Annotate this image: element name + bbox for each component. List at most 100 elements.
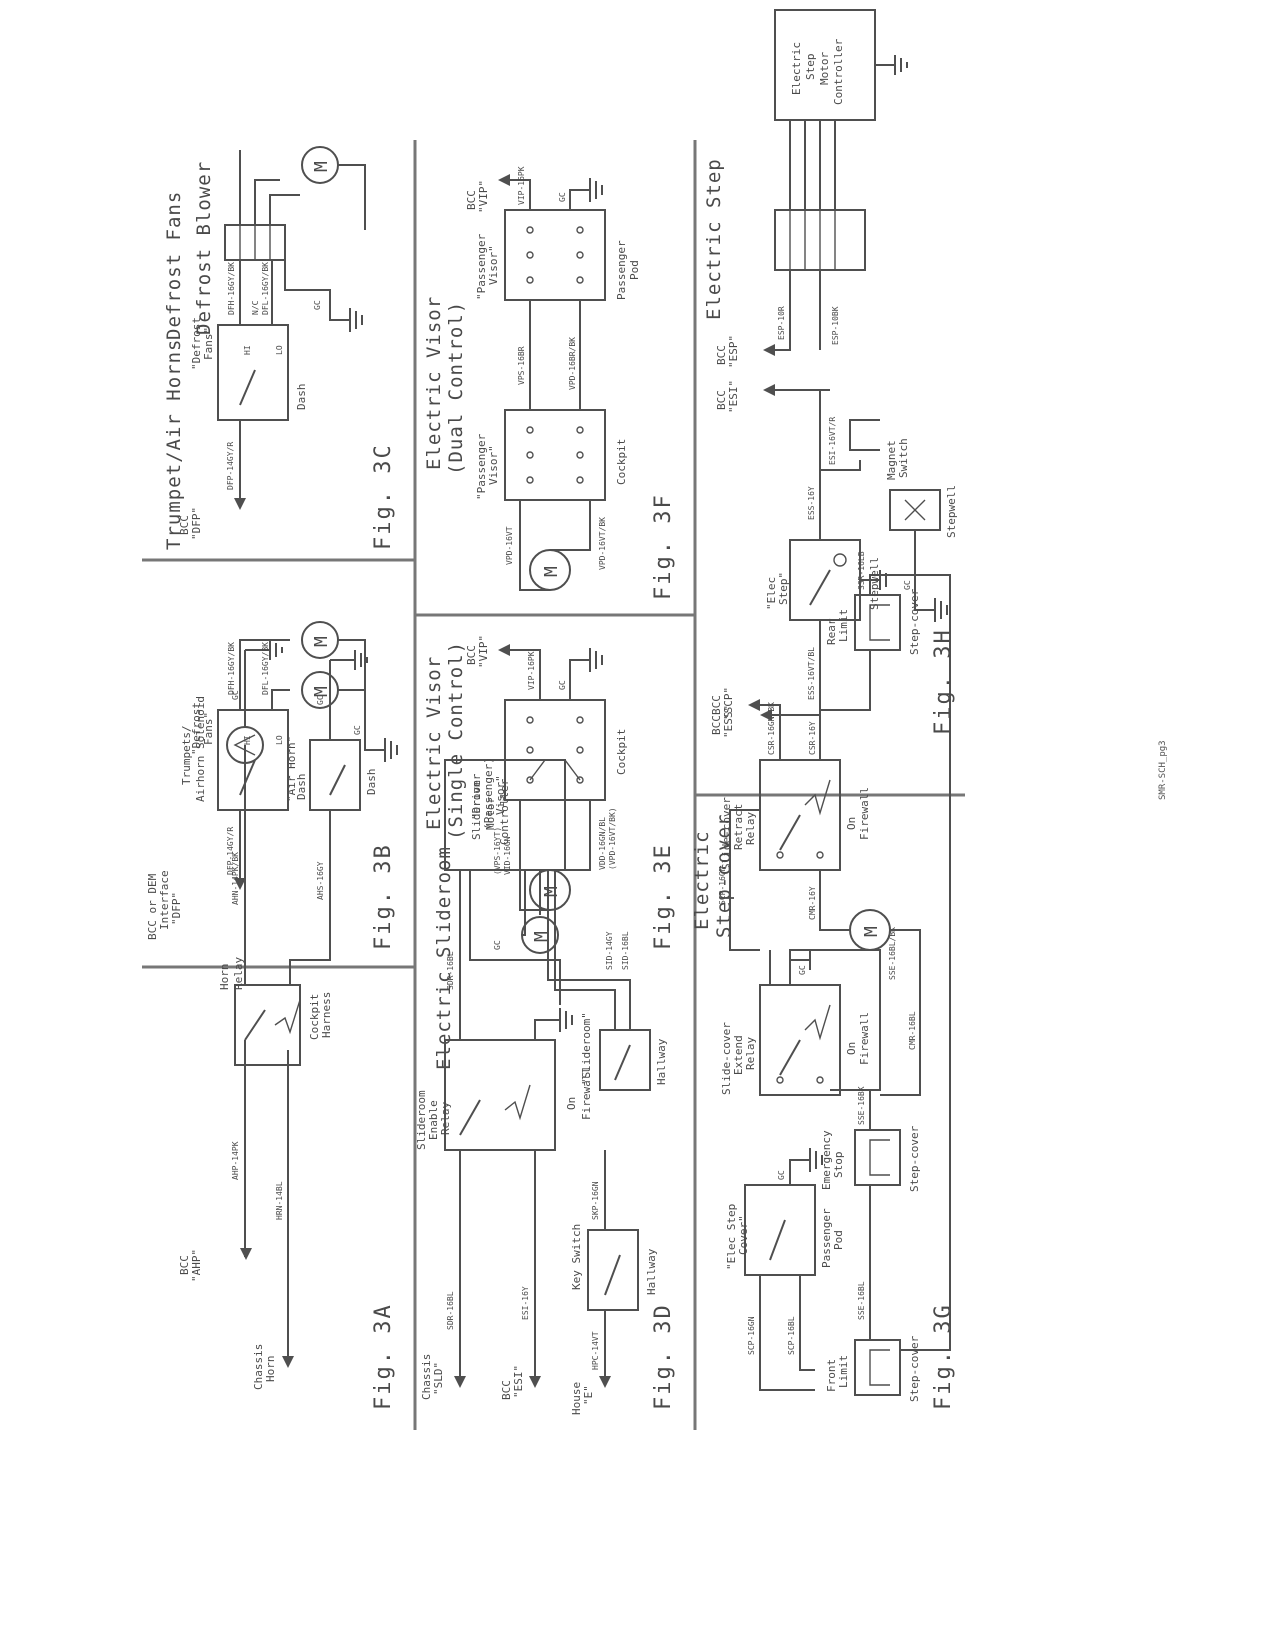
fig-3d-slideroom-sw: "Slideroom" (580, 1012, 593, 1085)
fig-3h-wire-2: ESI-16VT/R (828, 417, 837, 465)
fig-3e-switch-box (504, 699, 606, 801)
fig-3d-title: Electric Slideroom (433, 846, 455, 1070)
fig-3c-wire-1: DFP-14GY/R (226, 442, 235, 490)
fig-3d-ctrl-3: Controller (498, 778, 511, 845)
fig-3e-sw-2: (Passenger) (482, 757, 495, 830)
fig-3d-on: On (565, 1097, 578, 1110)
fig-3b-wire-1: DFP-14GY/R (226, 827, 235, 875)
fig-3d-chassis-1: Chassis (420, 1354, 433, 1400)
fig-3c-title: Defrost Blower (193, 161, 215, 335)
fig-3f-sw1-1: "Passenger (475, 433, 488, 500)
slideroom-switch-box (599, 1029, 651, 1091)
fig-3d-relay-3: Relay (439, 1102, 452, 1135)
fig-3a-sol-2: Airhorn Solenoid (194, 696, 207, 802)
fig-3g-pod-1: Passenger (820, 1208, 833, 1268)
fig-3g-pod-2: Pod (832, 1230, 845, 1250)
fig-3g-wire-4: SSE-16BK (857, 1086, 866, 1125)
fig-3g-ret-3: Relay (744, 812, 757, 845)
fig-3g-ret-2: Retract (732, 804, 745, 850)
fig-3d-firewall: Firewall (580, 1067, 593, 1120)
fig-3f-switch-2-box (504, 209, 606, 301)
fig-3h-wire-5: ESS-16Y (807, 486, 816, 520)
fig-3g-wire-2: SCP-16BL (787, 1316, 796, 1355)
key-switch-box (587, 1229, 639, 1311)
fig-3c-motor-label: M (311, 161, 332, 172)
fig-3a-trumpet-air-horns: Trumpet/Air Horns Fig. 3A BCC "AHP" AHP-… (163, 339, 396, 1410)
fig-3c-nc: N/C (251, 300, 260, 315)
fig-3g-wire-5: SSE-16BL/BK (888, 927, 897, 980)
fig-3b-motor-1-label: M (311, 686, 332, 697)
fig-3d-key-switch: Key Switch (570, 1224, 583, 1290)
fig-3f-electric-visor-dual: Electric Visor (Dual Control) Fig. 3F M … (423, 166, 676, 600)
fig-3d-wire-1: SDR-16BL (446, 1291, 455, 1330)
fig-3g-wire-7: CMR-16BL (908, 1011, 917, 1050)
fig-3d-ctrl-2: Motor (484, 797, 497, 830)
fig-3h-ctrl-4: Controller (832, 38, 845, 105)
fig-3h-title: Electric Step (703, 158, 725, 320)
fig-3f-wire-4: VPD-16BR/BK (568, 337, 577, 390)
fig-3g-rear-1: Rear (825, 618, 838, 645)
slideroom-relay-box (444, 1039, 556, 1151)
fig-3f-wire-1: VPD-16VT (505, 526, 514, 565)
fig-3h-magnet-2: Switch (897, 438, 910, 478)
fig-3a-horn-relay-2: Relay (232, 957, 245, 990)
fig-3g-wire-9: SCP-16GN (718, 866, 727, 905)
fig-3f-label: Fig. 3F (651, 493, 676, 600)
fig-3e-wire-4: (VPD-16VT/BK) (608, 807, 617, 870)
fig-3c-sw-2: Fans" (202, 327, 215, 360)
fig-3b-wire-3: DFL-16GY/BK (261, 642, 270, 695)
fig-3h-bcc1: BCC (710, 715, 723, 735)
fig-3h-wire-1: ESS-16VT/BL (807, 647, 816, 700)
fig-3h-label: Fig. 3H (931, 628, 956, 735)
fig-3g-on-2: On (845, 817, 858, 830)
fig-3d-wire-6: SID-14GY (605, 931, 614, 970)
fig-3f-wire-2: VPD-16VT/BK (598, 517, 607, 570)
slide-cover-extend-relay-box (759, 984, 841, 1096)
fig-3g-sw-2: Cover" (737, 1215, 750, 1255)
fig-3b-wire-2: DFH-16GY/BK (227, 642, 236, 695)
fig-3d-relay-1: Slideroom (415, 1090, 428, 1150)
fig-3f-motor-label: M (541, 566, 562, 577)
fig-3f-cockpit: Cockpit (615, 439, 628, 485)
fig-3h-stepwell-1: Stepwell (868, 557, 881, 610)
fig-3h-sw-2: Step" (777, 572, 790, 605)
fig-3f-sw1-2: Visor" (487, 445, 500, 485)
fig-3b-title: Defrost Fans (163, 191, 185, 340)
fig-3c-bcc: BCC (178, 515, 191, 535)
fig-3h-bcc1-sig: "ESS" (722, 705, 735, 738)
air-horn-switch-box (309, 739, 361, 811)
fig-3g-front-2: Limit (837, 1355, 850, 1388)
fig-3b-hi: HI (243, 735, 252, 745)
fig-3g-fw-2: Firewall (858, 787, 871, 840)
fig-3g-step-cover-2: Step-cover (908, 1125, 921, 1192)
fig-3e-wire-5: VIP-16PK (527, 651, 536, 690)
fig-3g-wire-8: CSR-16GN/BK (767, 702, 776, 755)
fig-3e-electric-visor-single: Electric Visor (Single Control) Fig. 3E … (423, 635, 676, 950)
fig-3f-title-1: Electric Visor (423, 296, 445, 470)
fig-3h-wire-3: ESP-10R (777, 306, 786, 340)
fig-3f-pod-1: Passenger (615, 240, 628, 300)
fig-3d-hallway-2: Hallway (655, 1038, 668, 1085)
fig-3d-label: Fig. 3D (651, 1303, 676, 1410)
fig-3d-motor-label: M (531, 931, 552, 942)
fig-3d-wire-7: SID-16BL (621, 931, 630, 970)
fig-3f-gc: GC (558, 192, 567, 202)
fig-3g-title-1: Electric (691, 830, 713, 930)
fig-3g-ret-1: Slide-cover (720, 797, 733, 870)
fig-3g-label: Fig. 3G (931, 1303, 956, 1410)
fig-3e-wire-1: VID-16GN (503, 836, 512, 875)
fig-3g-bcc-sig: "SCP" (722, 687, 735, 720)
fig-3b-sw-2: Fans" (202, 712, 215, 745)
fig-3g-wire-1: SCP-16GN (747, 1316, 756, 1355)
fig-3c-dash: Dash (295, 384, 308, 411)
fig-3f-wire-3: VPS-16BR (517, 346, 526, 385)
fig-3a-chassis-1: Chassis (252, 1344, 265, 1390)
fig-3a-wire-1: AHP-14PK (231, 1141, 240, 1180)
fig-3g-step-cover-1: Step-cover (908, 1335, 921, 1402)
fig-3c-wire-3: DFL-16GY/BK (261, 262, 270, 315)
fig-3a-cockpit-2: Harness (320, 992, 333, 1038)
fig-3h-wire-4: ESP-10BK (831, 306, 840, 345)
fig-3a-wire-4: AHS-16GY (316, 861, 325, 900)
fig-3e-title-1: Electric Visor (423, 656, 445, 830)
emergency-stop-box (854, 1129, 901, 1186)
